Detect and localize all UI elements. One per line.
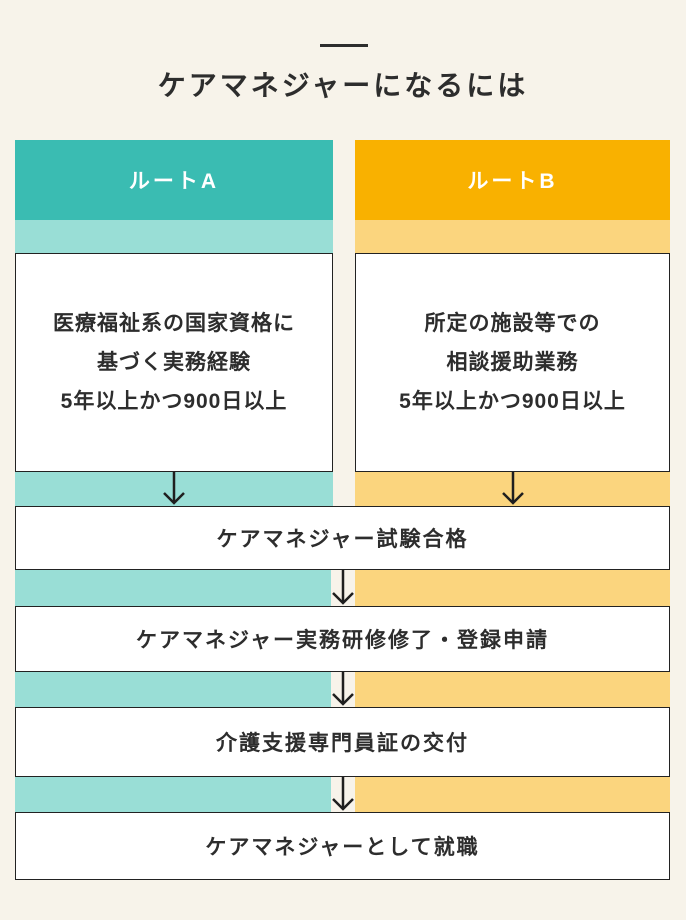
route-a-header-label: ルートA (128, 170, 220, 193)
connector-band (15, 570, 670, 606)
step-box-training-registration: ケアマネジャー実務研修修了・登録申請 (15, 606, 670, 672)
connector-band (15, 672, 670, 707)
down-arrow-icon (332, 672, 354, 706)
route-a-requirement-box: 医療福祉系の国家資格に 基づく実務経験 5年以上かつ900日以上 (15, 253, 333, 472)
route-a-header: ルートA (15, 140, 333, 220)
step-label: 介護支援専門員証の交付 (216, 732, 469, 755)
step-box-employment: ケアマネジャーとして就職 (15, 812, 670, 880)
connector-band (15, 777, 670, 812)
step-box-exam-pass: ケアマネジャー試験合格 (15, 506, 670, 570)
route-a-requirement-line: 5年以上かつ900日以上 (60, 390, 288, 413)
connector-left-teal (15, 777, 331, 812)
route-a-subband (15, 220, 333, 253)
down-arrow-icon (163, 472, 185, 505)
route-b-arrow-band (355, 472, 670, 506)
step-label: ケアマネジャー試験合格 (216, 528, 469, 551)
step-label: ケアマネジャー実務研修修了・登録申請 (136, 629, 549, 652)
route-b-header: ルートB (355, 140, 670, 220)
page-title: ケアマネジャーになるには (157, 70, 529, 101)
step-label: ケアマネジャーとして就職 (205, 836, 480, 859)
route-a-arrow-band (15, 472, 333, 506)
route-b-requirement-line: 相談援助業務 (446, 351, 579, 374)
connector-right-orange (355, 570, 670, 606)
route-b-requirement-box: 所定の施設等での 相談援助業務 5年以上かつ900日以上 (355, 253, 670, 472)
route-b-requirement-line: 所定の施設等での (424, 312, 601, 335)
connector-right-orange (355, 777, 670, 812)
down-arrow-icon (332, 570, 354, 605)
route-b-subband (355, 220, 670, 253)
connector-left-teal (15, 672, 331, 707)
connector-left-teal (15, 570, 331, 606)
title-divider (320, 44, 368, 47)
down-arrow-icon (332, 777, 354, 811)
step-box-certificate-issue: 介護支援専門員証の交付 (15, 707, 670, 777)
route-b-header-label: ルートB (467, 170, 558, 193)
route-a-requirement-line: 医療福祉系の国家資格に (53, 312, 295, 335)
route-a-requirement-line: 基づく実務経験 (97, 351, 251, 374)
route-b-requirement-line: 5年以上かつ900日以上 (399, 390, 626, 413)
down-arrow-icon (501, 472, 524, 505)
connector-right-orange (355, 672, 670, 707)
